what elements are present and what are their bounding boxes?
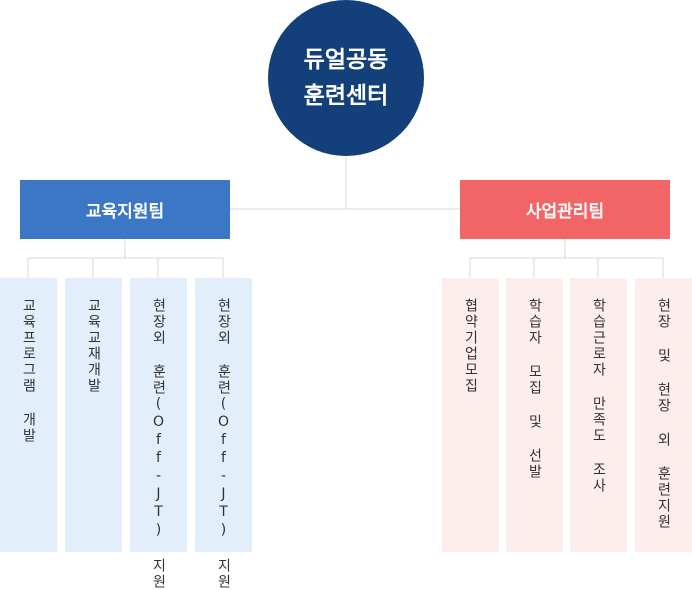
right-task-3-label: 학습근로자 만족도 조사 xyxy=(590,298,607,494)
dept-business-management: 사업관리팀 xyxy=(460,180,670,239)
left-task-3-label: 현장외 훈련(Off-JT) 지원 xyxy=(150,298,167,590)
root-title-line2: 훈련센터 xyxy=(303,83,389,109)
root-title-line1: 듀얼공동 xyxy=(303,47,389,73)
left-task-1-label: 교육프로그램 개발 xyxy=(20,298,37,444)
right-task-1-label: 협약기업모집 xyxy=(462,298,479,394)
root-node: 듀얼공동 훈련센터 xyxy=(268,0,424,156)
right-task-4-label: 현장 및 현장 외 훈련지원 xyxy=(655,298,672,530)
left-task-4-label: 현장외 훈련(Off-JT) 지원 xyxy=(215,298,232,590)
right-task-4: 현장 및 현장 외 훈련지원 xyxy=(635,278,692,552)
left-task-3: 현장외 훈련(Off-JT) 지원 xyxy=(130,278,187,590)
left-task-1: 교육프로그램 개발 xyxy=(0,278,57,552)
connector-lines xyxy=(27,156,664,278)
dept-education-support: 교육지원팀 xyxy=(20,180,230,239)
dept-education-support-title: 교육지원팀 xyxy=(85,202,165,222)
right-task-2-label: 학습자 모집 및 선발 xyxy=(526,298,543,480)
left-task-2-label: 교육교재개발 xyxy=(85,298,102,394)
right-task-3: 학습근로자 만족도 조사 xyxy=(570,278,627,552)
right-task-2: 학습자 모집 및 선발 xyxy=(506,278,563,552)
right-task-1: 협약기업모집 xyxy=(442,278,499,552)
dept-business-management-title: 사업관리팀 xyxy=(525,202,605,222)
left-task-2: 교육교재개발 xyxy=(65,278,122,552)
left-task-4: 현장외 훈련(Off-JT) 지원 xyxy=(195,278,252,590)
